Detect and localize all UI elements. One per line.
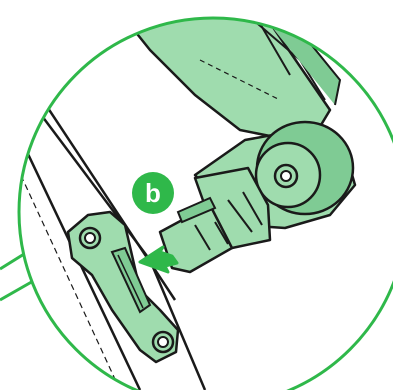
step-badge: b	[132, 172, 174, 214]
step-label: b	[145, 178, 161, 208]
